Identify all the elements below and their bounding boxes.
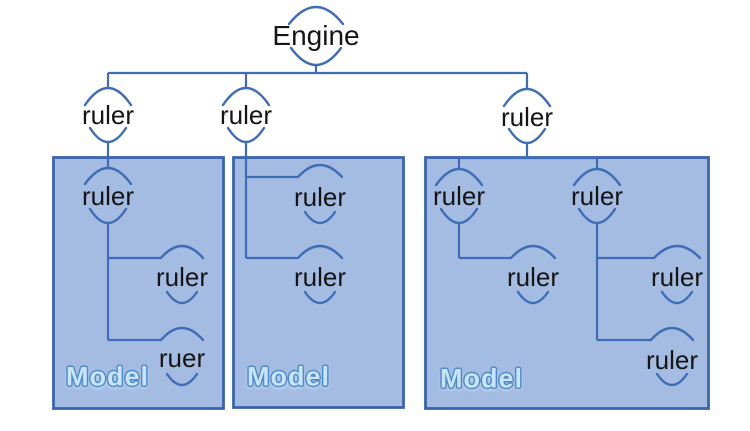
- node-arc-bottom-engine: [289, 46, 343, 66]
- model-box-middle: [232, 156, 405, 409]
- node-arc-bottom-right-c: [516, 290, 550, 305]
- node-arc-top-right-d: [652, 244, 702, 260]
- node-right-b-label: ruler: [570, 181, 624, 211]
- node-ruler1-label: ruler: [81, 100, 135, 130]
- model-caption-left: Model: [66, 361, 149, 392]
- node-arc-bottom-right-d: [660, 290, 694, 305]
- node-mid-a-label: ruler: [293, 182, 347, 212]
- node-right-a-label: ruler: [432, 181, 486, 211]
- node-arc-bottom-right-e: [655, 372, 689, 387]
- node-arc-bottom-mid-b: [303, 290, 337, 305]
- node-right-d-label: ruler: [650, 262, 704, 292]
- node-arc-top-right-a: [434, 167, 484, 187]
- node-arc-bottom-ruler2: [226, 126, 266, 144]
- node-arc-top-mid-a: [296, 163, 344, 179]
- node-mid-b-label: ruler: [293, 262, 347, 292]
- node-arc-bottom-ruler3: [507, 127, 547, 145]
- node-arc-top-ruler1: [83, 87, 133, 107]
- node-arc-top-right-b: [572, 167, 622, 187]
- node-arc-bottom-mid-a: [303, 210, 337, 225]
- model-box-left: [52, 156, 225, 410]
- node-arc-bottom-ruler1: [88, 126, 128, 144]
- node-arc-top-left-a: [83, 166, 133, 186]
- node-arc-top-right-e: [649, 326, 695, 342]
- node-engine-label: Engine: [272, 20, 360, 51]
- node-left-a-label: ruler: [81, 181, 135, 211]
- node-left-c-label: ruer: [158, 343, 206, 373]
- node-ruler3-label: ruler: [500, 102, 554, 132]
- node-arc-top-right-c: [509, 244, 557, 260]
- node-arc-bottom-right-b: [577, 207, 617, 225]
- node-arc-bottom-left-c: [165, 372, 199, 387]
- node-ruler2-label: ruler: [219, 100, 273, 130]
- node-left-b-label: ruler: [155, 262, 209, 292]
- node-arc-top-ruler3: [502, 88, 552, 108]
- node-arc-top-ruler2: [221, 87, 271, 107]
- node-arc-top-left-b: [159, 244, 205, 260]
- node-arc-top-mid-b: [296, 244, 344, 260]
- node-right-e-label: ruler: [645, 345, 699, 375]
- model-caption-middle: Model: [247, 361, 330, 392]
- model-caption-right: Model: [440, 363, 523, 394]
- node-arc-top-engine: [287, 6, 345, 26]
- node-arc-top-left-c: [159, 326, 205, 342]
- node-arc-bottom-right-a: [439, 207, 479, 225]
- node-right-c-label: ruler: [506, 262, 560, 292]
- node-arc-bottom-left-b: [165, 290, 199, 305]
- node-arc-bottom-left-a: [88, 207, 128, 225]
